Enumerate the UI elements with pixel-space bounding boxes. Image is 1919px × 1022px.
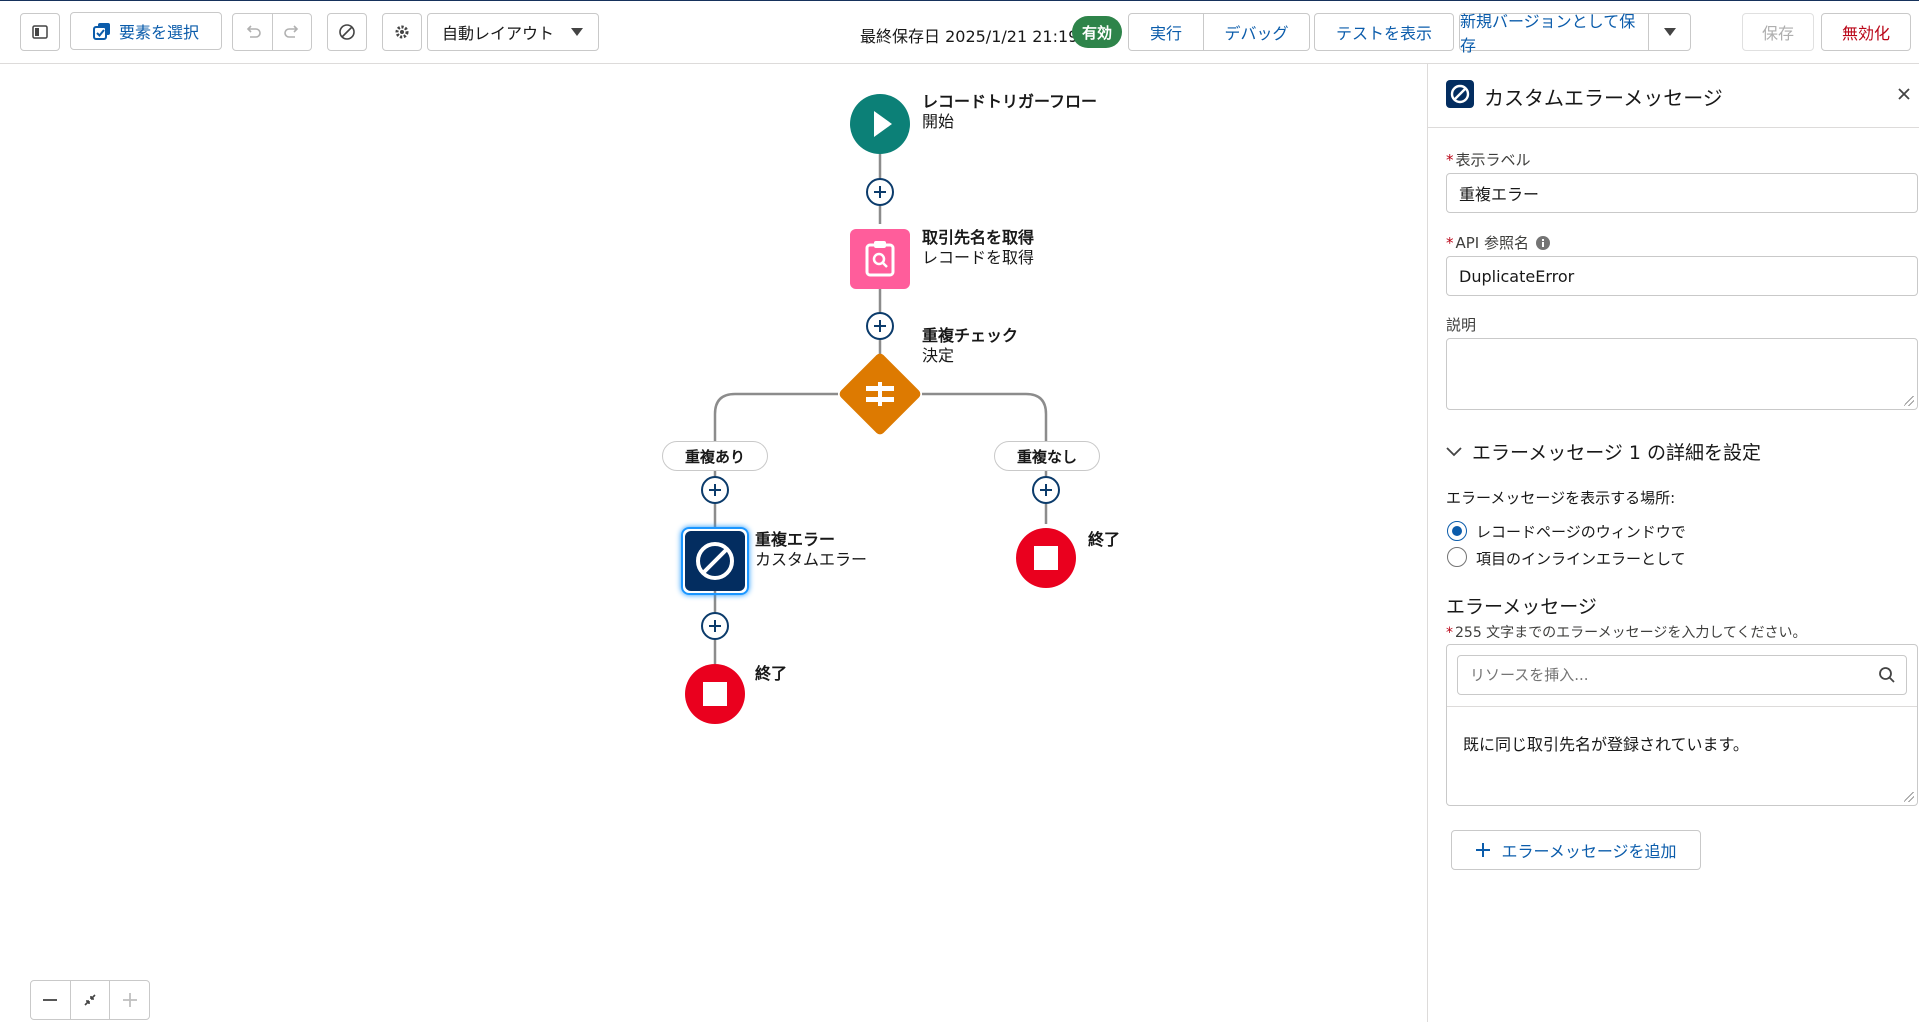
settings-button[interactable] bbox=[382, 13, 422, 51]
plus-icon bbox=[1476, 843, 1491, 857]
save-menu-button[interactable] bbox=[1648, 14, 1690, 50]
radio-inline[interactable] bbox=[1447, 547, 1467, 567]
start-node-subtitle: 開始 bbox=[922, 112, 955, 131]
panel-header: カスタムエラーメッセージ bbox=[1428, 64, 1919, 128]
undo-redo-group bbox=[232, 13, 312, 51]
status-badge: 有効 bbox=[1072, 16, 1122, 48]
undo-icon bbox=[246, 25, 261, 38]
stop-icon bbox=[703, 682, 727, 706]
end-node-left[interactable] bbox=[685, 664, 745, 724]
radio-window-label: レコードページのウィンドウで bbox=[1476, 523, 1686, 541]
chevron-down-icon bbox=[1663, 28, 1676, 36]
end-node-left-label: 終了 bbox=[755, 664, 788, 683]
save-as-new-version-button[interactable]: 新規バージョンとして保存 bbox=[1460, 12, 1636, 55]
view-tests-button[interactable]: テストを表示 bbox=[1314, 13, 1454, 51]
close-icon bbox=[1898, 88, 1910, 100]
decision-node-title: 重複チェック bbox=[922, 326, 1019, 345]
custom-error-node[interactable] bbox=[685, 531, 745, 591]
error-message-hint: *255 文字までのエラーメッセージを入力してください。 bbox=[1446, 625, 1807, 641]
save-button[interactable]: 保存 bbox=[1742, 13, 1814, 51]
last-saved-text: 最終保存日 2025/1/21 21:19 bbox=[860, 27, 1079, 46]
zoom-out-icon bbox=[43, 999, 58, 1001]
run-debug-group: 実行 デバッグ bbox=[1128, 13, 1310, 51]
custom-error-node-title: 重複エラー bbox=[755, 530, 836, 549]
radio-window[interactable] bbox=[1447, 521, 1467, 541]
redo-icon bbox=[284, 25, 299, 38]
editor-divider bbox=[1447, 706, 1917, 707]
fit-view-icon bbox=[84, 994, 96, 1006]
select-elements-icon bbox=[92, 23, 110, 40]
selection-ring bbox=[681, 527, 749, 595]
property-panel: カスタムエラーメッセージ *表示ラベル 重複エラー *API 参照名 Dupli… bbox=[1427, 64, 1919, 1022]
section-toggle[interactable]: エラーメッセージ 1 の詳細を設定 bbox=[1446, 438, 1761, 465]
radio-inline-label: 項目のインラインエラーとして bbox=[1476, 550, 1686, 568]
select-elements-label: 要素を選択 bbox=[118, 23, 199, 42]
get-records-icon bbox=[865, 241, 895, 277]
flow-canvas[interactable]: レコードトリガーフロー 開始 取引先名を取得 レコードを取得 重複チェック 決定… bbox=[0, 64, 1427, 1022]
error-message-text[interactable]: 既に同じ取引先名が登録されています。 bbox=[1463, 735, 1749, 754]
debug-button[interactable]: デバッグ bbox=[1203, 14, 1309, 50]
panel-toggle-icon bbox=[32, 25, 48, 39]
location-label: エラーメッセージを表示する場所: bbox=[1446, 489, 1676, 507]
label-field-label: *表示ラベル bbox=[1446, 151, 1531, 169]
start-node-title: レコードトリガーフロー bbox=[922, 92, 1098, 111]
layout-select[interactable]: 自動レイアウト bbox=[427, 13, 599, 51]
add-element-button[interactable] bbox=[1032, 476, 1060, 504]
custom-error-node-subtitle: カスタムエラー bbox=[755, 550, 868, 569]
deactivate-button[interactable]: 無効化 bbox=[1821, 13, 1911, 51]
error-message-heading: エラーメッセージ bbox=[1446, 596, 1597, 618]
add-element-button[interactable] bbox=[866, 178, 894, 206]
errors-icon bbox=[339, 24, 355, 40]
redo-button[interactable] bbox=[272, 14, 311, 50]
add-element-button[interactable] bbox=[866, 312, 894, 340]
add-element-button[interactable] bbox=[701, 476, 729, 504]
start-node[interactable] bbox=[850, 94, 910, 154]
close-button[interactable] bbox=[1894, 84, 1914, 104]
resource-picker[interactable] bbox=[1457, 655, 1907, 695]
layout-select-value: 自動レイアウト bbox=[442, 24, 555, 43]
run-button[interactable]: 実行 bbox=[1149, 24, 1182, 43]
toolbar: 要素を選択 自動レイアウト 最終保存日 2025/1/21 bbox=[0, 0, 1919, 64]
resource-input[interactable] bbox=[1458, 656, 1868, 694]
custom-error-icon bbox=[1446, 80, 1474, 108]
api-name-input[interactable]: DuplicateError bbox=[1446, 256, 1918, 296]
branch-label-right[interactable]: 重複なし bbox=[994, 441, 1100, 471]
get-records-node-title: 取引先名を取得 bbox=[922, 228, 1035, 247]
decision-icon bbox=[866, 382, 894, 406]
get-records-node-subtitle: レコードを取得 bbox=[922, 248, 1035, 267]
end-node-right-label: 終了 bbox=[1088, 530, 1121, 549]
api-name-field-label: *API 参照名 bbox=[1446, 232, 1551, 253]
branch-label-left[interactable]: 重複あり bbox=[662, 441, 768, 471]
get-records-node[interactable] bbox=[850, 229, 910, 289]
description-field-label: 説明 bbox=[1446, 316, 1477, 334]
settings-icon bbox=[395, 25, 409, 39]
save-as-group: 新規バージョンとして保存 bbox=[1459, 12, 1691, 55]
add-error-message-label: エラーメッセージを追加 bbox=[1501, 842, 1677, 861]
add-error-message-button[interactable]: エラーメッセージを追加 bbox=[1451, 830, 1701, 870]
select-elements-button[interactable]: 要素を選択 bbox=[70, 12, 222, 50]
decision-node-subtitle: 決定 bbox=[922, 346, 955, 365]
panel-title: カスタムエラーメッセージ bbox=[1484, 86, 1723, 110]
search-icon bbox=[1879, 667, 1895, 683]
undo-button[interactable] bbox=[233, 14, 272, 50]
custom-error-icon bbox=[696, 542, 734, 580]
panel-toggle-button[interactable] bbox=[20, 13, 60, 51]
chevron-down-icon bbox=[571, 28, 583, 36]
end-node-right[interactable] bbox=[1016, 528, 1076, 588]
zoom-in-button[interactable] bbox=[109, 981, 149, 1019]
stop-icon bbox=[1034, 546, 1058, 570]
add-element-button[interactable] bbox=[701, 612, 729, 640]
errors-button[interactable] bbox=[327, 13, 367, 51]
section-title: エラーメッセージ 1 の詳細を設定 bbox=[1472, 442, 1762, 464]
zoom-in-icon bbox=[122, 993, 137, 1007]
info-icon[interactable] bbox=[1535, 235, 1551, 251]
description-textarea[interactable] bbox=[1446, 338, 1918, 410]
label-input[interactable]: 重複エラー bbox=[1446, 173, 1918, 213]
zoom-out-button[interactable] bbox=[31, 981, 70, 1019]
chevron-down-icon bbox=[1446, 446, 1462, 456]
error-message-editor: 既に同じ取引先名が登録されています。 bbox=[1446, 644, 1918, 806]
play-icon bbox=[874, 111, 892, 137]
fit-view-button[interactable] bbox=[69, 981, 110, 1019]
zoom-controls bbox=[30, 980, 150, 1020]
